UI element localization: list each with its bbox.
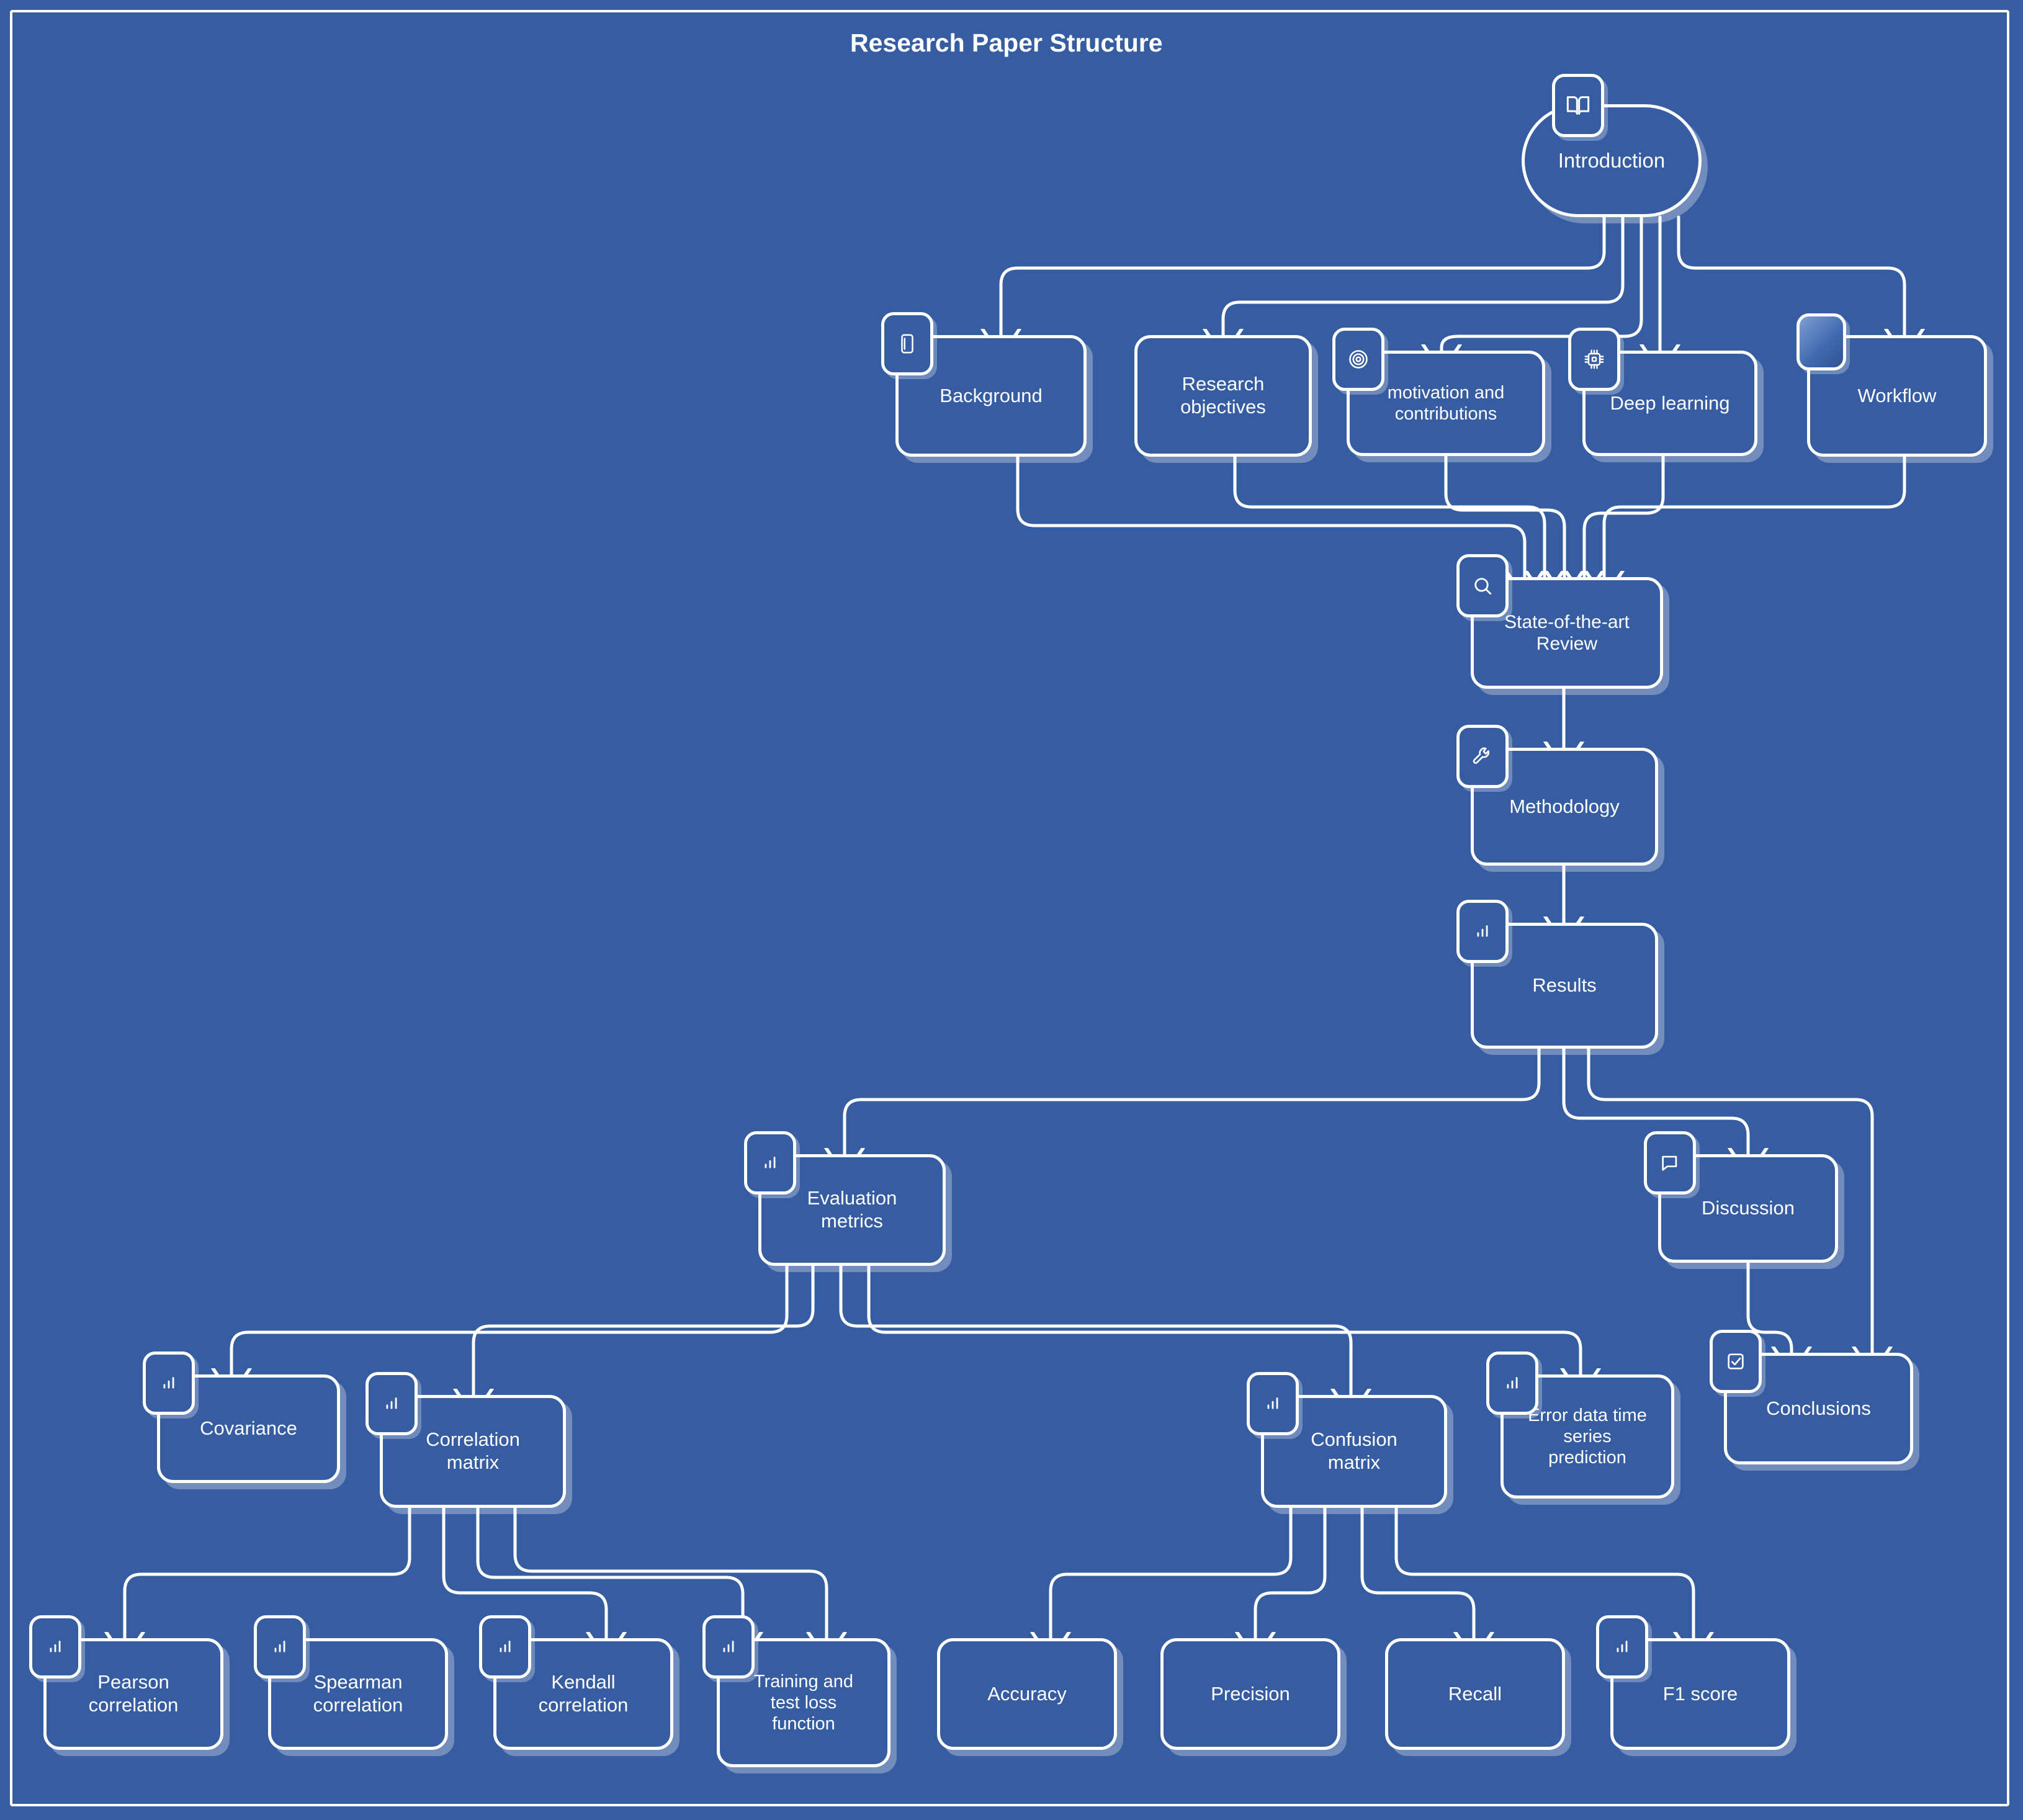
node-accuracy[interactable]: Accuracy <box>937 1638 1117 1750</box>
node-precision[interactable]: Precision <box>1160 1638 1340 1750</box>
node-label: Kendall correlation <box>538 1671 629 1716</box>
diagram-title: Research Paper Structure <box>850 29 1163 57</box>
search-icon <box>1456 554 1509 617</box>
node-label: motivation and contributions <box>1387 382 1505 424</box>
node-label: Correlation matrix <box>426 1428 520 1473</box>
bar-chart-icon <box>254 1615 306 1679</box>
edge-introduction-background <box>1001 215 1606 335</box>
edge-eval-confusion-matrix <box>839 1264 1351 1395</box>
node-motivation[interactable]: motivation and contributions <box>1332 328 1545 456</box>
edge-conf-recall <box>1360 1506 1474 1638</box>
edge-introduction-motivation <box>1442 215 1643 351</box>
edge-eval-error-data-ts <box>867 1264 1581 1374</box>
edge-eval-correlation-matrix <box>473 1264 815 1395</box>
wrench-icon <box>1456 725 1509 788</box>
edge-conf-precision <box>1255 1506 1327 1638</box>
node-label: Research objectives <box>1180 373 1266 418</box>
node-label: Discussion <box>1702 1197 1795 1219</box>
node-deep-learning[interactable]: Deep learning <box>1568 328 1757 456</box>
node-training-and-test-loss-function[interactable]: Training and test loss function <box>702 1615 890 1767</box>
node-label: Covariance <box>200 1417 297 1440</box>
node-label: Conclusions <box>1766 1397 1871 1419</box>
bar-chart-icon <box>479 1615 531 1679</box>
bar-chart-icon <box>1486 1352 1538 1415</box>
node-confusion-matrix[interactable]: Confusion matrix <box>1247 1372 1447 1508</box>
edge-motivation-sota <box>1444 454 1564 577</box>
edge-introduction-workflow <box>1677 215 1904 335</box>
node-sota-review[interactable]: State-of-the-art Review <box>1456 554 1663 689</box>
node-label: Recall <box>1448 1682 1502 1705</box>
edge-conf-f1-score <box>1394 1506 1693 1638</box>
edge-discussion-conclusions <box>1746 1261 1792 1353</box>
node-evaluation-metrics[interactable]: Evaluation metrics <box>744 1131 946 1266</box>
node-kendall-correlation[interactable]: Kendall correlation <box>479 1615 673 1750</box>
bar-chart-icon <box>1596 1615 1648 1679</box>
bar-chart-icon <box>366 1372 418 1435</box>
edge-corr-spearman <box>442 1506 606 1638</box>
node-discussion[interactable]: Discussion <box>1644 1131 1838 1263</box>
edge-deep-learning-sota <box>1584 454 1665 577</box>
node-background[interactable]: Background <box>881 312 1087 457</box>
node-recall[interactable]: Recall <box>1385 1638 1565 1750</box>
node-label: State-of-the-art Review <box>1504 611 1630 654</box>
check-square-icon <box>1710 1330 1762 1393</box>
message-square-icon <box>1644 1131 1696 1195</box>
node-label: Workflow <box>1857 384 1937 406</box>
edge-introduction-research-objectives <box>1223 215 1625 335</box>
edge-background-sota <box>1016 454 1525 577</box>
node-results[interactable]: Results <box>1456 900 1658 1049</box>
node-correlation-matrix[interactable]: Correlation matrix <box>366 1372 566 1508</box>
node-label: Background <box>940 384 1043 406</box>
blank-badge-icon <box>1796 313 1846 370</box>
node-label: Results <box>1532 974 1597 997</box>
node-research-objectives[interactable]: Research objectives <box>1134 335 1312 457</box>
edge-eval-covariance <box>231 1264 789 1374</box>
edge-corr-pearson <box>125 1506 411 1638</box>
node-label: Precision <box>1211 1682 1290 1705</box>
node-label: Pearson correlation <box>88 1671 179 1716</box>
node-pearson-correlation[interactable]: Pearson correlation <box>29 1615 223 1750</box>
edge-workflow-sota <box>1604 454 1906 577</box>
edge-research-objectives-sota <box>1233 454 1545 577</box>
edge-results-conclusions <box>1587 1047 1872 1353</box>
node-spearman-correlation[interactable]: Spearman correlation <box>254 1615 448 1750</box>
bar-chart-icon <box>143 1352 195 1415</box>
edge-conf-accuracy <box>1051 1506 1293 1638</box>
node-methodology[interactable]: Methodology <box>1456 725 1658 866</box>
edge-results-evaluation-metrics <box>845 1047 1541 1154</box>
cpu-chip-icon <box>1568 328 1620 391</box>
node-label: Deep learning <box>1610 392 1730 414</box>
bar-chart-icon <box>744 1131 796 1195</box>
node-label: Training and test loss function <box>753 1671 854 1734</box>
bar-chart-icon <box>29 1615 81 1679</box>
node-label: Spearman correlation <box>313 1671 403 1716</box>
node-f1-score[interactable]: F1 score <box>1596 1615 1790 1750</box>
node-workflow[interactable]: Workflow <box>1796 313 1987 457</box>
bar-chart-icon <box>702 1615 755 1679</box>
edge-corr-training-test-loss <box>513 1506 827 1638</box>
edge-results-discussion <box>1562 1047 1748 1154</box>
node-label: Introduction <box>1558 148 1666 172</box>
bar-chart-icon <box>1456 900 1509 963</box>
book-icon <box>881 312 933 375</box>
book-open-icon <box>1552 74 1604 137</box>
node-label: Error data time series prediction <box>1528 1405 1647 1468</box>
node-error-data-time-series-prediction[interactable]: Error data time series prediction <box>1486 1352 1674 1499</box>
bar-chart-icon <box>1247 1372 1299 1435</box>
target-icon <box>1332 328 1384 391</box>
node-label: Accuracy <box>987 1682 1067 1705</box>
node-conclusions[interactable]: Conclusions <box>1710 1330 1913 1464</box>
node-covariance[interactable]: Covariance <box>143 1352 340 1483</box>
node-label: Confusion matrix <box>1311 1428 1397 1473</box>
edge-corr-kendall <box>476 1506 743 1638</box>
node-label: Methodology <box>1509 795 1620 817</box>
node-label: F1 score <box>1662 1682 1738 1705</box>
node-introduction[interactable]: Introduction <box>1522 74 1702 217</box>
node-label: Evaluation metrics <box>807 1187 897 1232</box>
